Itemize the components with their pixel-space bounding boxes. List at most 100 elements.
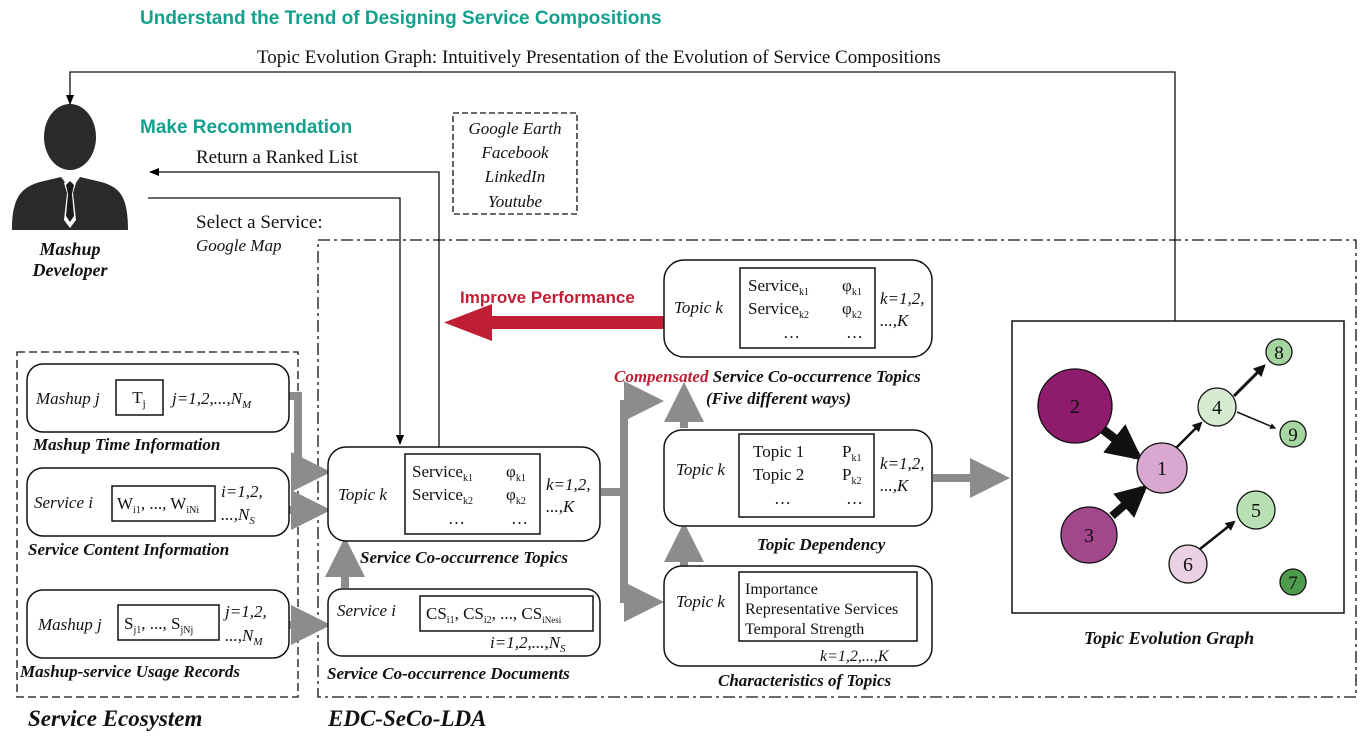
- cooc-topics-caption: Service Co-occurrence Topics: [360, 548, 568, 567]
- select-service-label: Select a Service:: [196, 212, 323, 233]
- svg-text:4: 4: [1212, 397, 1222, 419]
- svg-text:Temporal Strength: Temporal Strength: [745, 621, 864, 638]
- svg-text:Pk1: Pk1: [842, 442, 861, 464]
- svg-text:...,K: ...,K: [880, 311, 910, 330]
- svg-text:…: …: [511, 509, 528, 528]
- svg-text:k=1,2,: k=1,2,: [546, 475, 591, 494]
- graph-node-2: 2: [1037, 368, 1113, 444]
- svg-text:Pk2: Pk2: [842, 465, 861, 487]
- developer-label-line1: Mashup: [38, 239, 100, 259]
- graph-node-4: 4: [1197, 387, 1237, 427]
- svg-text:Sj1, ..., SjNj: Sj1, ..., SjNj: [124, 614, 193, 636]
- mashup-time-box: Mashup j Tj j=1,2,...,NM: [26, 363, 290, 433]
- svg-text:Topic k: Topic k: [676, 460, 725, 479]
- graph-node-3: 3: [1060, 506, 1118, 564]
- select-service-arrow: [148, 197, 404, 445]
- svg-text:...,K: ...,K: [546, 497, 576, 516]
- topic-dependency-caption: Topic Dependency: [757, 535, 886, 554]
- svg-text:Mashup j: Mashup j: [37, 615, 102, 634]
- example-service-1: Facebook: [480, 143, 548, 162]
- edge-6-5: [1199, 520, 1236, 550]
- svg-text:3: 3: [1084, 525, 1094, 547]
- svg-text:k=1,2,: k=1,2,: [880, 289, 925, 308]
- graph-node-6: 6: [1168, 544, 1208, 584]
- svg-text:6: 6: [1183, 554, 1193, 576]
- edge-3-1: [1109, 484, 1148, 520]
- developer-person-icon: [12, 104, 128, 230]
- edge-2-1: [1098, 424, 1143, 461]
- svg-text:Servicek1: Servicek1: [748, 276, 809, 298]
- svg-text:1: 1: [1157, 458, 1167, 480]
- improved-topics-box: Topic k Servicek1 φk1 Servicek2 φk2 … … …: [663, 259, 933, 358]
- edc-seco-lda-label: EDC-SeCo-LDA: [327, 706, 486, 731]
- svg-text:Topic k: Topic k: [674, 298, 723, 317]
- edge-4-9: [1236, 411, 1277, 429]
- usage-records-caption: Mashup-service Usage Records: [19, 662, 240, 681]
- svg-text:…: …: [448, 509, 465, 528]
- svg-text:φk1: φk1: [842, 276, 862, 298]
- svg-text:Servicek1: Servicek1: [412, 462, 473, 484]
- mashup-time-caption: Mashup Time Information: [32, 435, 220, 454]
- svg-text:…: …: [774, 489, 791, 508]
- edge-1-4: [1174, 421, 1203, 450]
- example-service-3: Youtube: [488, 192, 543, 211]
- service-content-box: Service i Wi1, ..., WiNi i=1,2, ...,NS: [26, 467, 290, 537]
- evolution-graph-caption: Topic Evolution Graph: [1084, 628, 1254, 648]
- svg-text:…: …: [846, 323, 863, 342]
- svg-text:Importance: Importance: [745, 581, 818, 598]
- return-list-arrow: [149, 168, 440, 449]
- example-service-0: Google Earth: [468, 119, 561, 138]
- svg-text:Tj: Tj: [132, 388, 145, 410]
- characteristics-box: Topic k Importance Representative Servic…: [663, 565, 933, 667]
- svg-text:j=1,2,...,NM: j=1,2,...,NM: [170, 389, 252, 411]
- developer-label-line2: Developer: [32, 260, 109, 280]
- example-service-2: LinkedIn: [484, 167, 545, 186]
- evolution-graph-nodes: 2 3 1 4 8 9 5 6 7: [1037, 338, 1307, 596]
- trend-subtitle: Topic Evolution Graph: Intuitively Prese…: [257, 47, 941, 68]
- svg-text:φk1: φk1: [506, 462, 526, 484]
- svg-text:8: 8: [1274, 343, 1284, 364]
- svg-text:Mashup j: Mashup j: [35, 389, 100, 408]
- improve-performance-arrowhead: [444, 304, 492, 341]
- svg-text:Topic k: Topic k: [338, 485, 387, 504]
- cooc-docs-caption: Service Co-occurrence Documents: [327, 664, 570, 683]
- svg-text:k=1,2,...,K: k=1,2,...,K: [820, 648, 890, 665]
- svg-text:i=1,2,: i=1,2,: [221, 482, 263, 501]
- compensated-caption: Compensated Service Co-occurrence Topics: [614, 367, 921, 386]
- five-ways-caption: (Five different ways): [706, 389, 851, 408]
- graph-node-9: 9: [1279, 420, 1307, 448]
- edge-4-8: [1232, 364, 1266, 398]
- service-content-caption: Service Content Information: [28, 540, 229, 559]
- svg-text:φk2: φk2: [506, 485, 526, 507]
- svg-text:5: 5: [1251, 500, 1261, 522]
- svg-text:Representative Services: Representative Services: [745, 601, 898, 618]
- svg-text:9: 9: [1288, 425, 1298, 446]
- svg-text:Topic k: Topic k: [676, 592, 725, 611]
- svg-text:k=1,2,: k=1,2,: [880, 454, 925, 473]
- svg-text:Servicek2: Servicek2: [748, 299, 809, 321]
- graph-node-5: 5: [1236, 490, 1276, 530]
- usage-records-box: Mashup j Sj1, ..., SjNj j=1,2, ...,NM: [26, 589, 290, 659]
- recommend-title: Make Recommendation: [140, 117, 352, 138]
- svg-text:CSi1, CSi2, ..., CSiNesi: CSi1, CSi2, ..., CSiNesi: [426, 604, 562, 626]
- improve-performance-shaft: [488, 316, 668, 329]
- graph-node-7: 7: [1279, 568, 1307, 596]
- svg-text:i=1,2,...,NS: i=1,2,...,NS: [490, 633, 566, 655]
- svg-text:...,NM: ...,NM: [225, 626, 263, 648]
- trend-feedback-arrow: [66, 71, 1176, 322]
- svg-text:φk2: φk2: [842, 299, 862, 321]
- improve-performance-label: Improve Performance: [460, 288, 635, 307]
- svg-text:Wi1, ..., WiNi: Wi1, ..., WiNi: [117, 494, 199, 516]
- svg-text:…: …: [846, 489, 863, 508]
- svg-text:Service i: Service i: [337, 601, 396, 620]
- evolution-graph-edges: [1098, 364, 1277, 550]
- trend-title: Understand the Trend of Designing Servic…: [140, 8, 662, 29]
- select-example: Google Map: [196, 236, 281, 255]
- cooc-docs-box: Service i CSi1, CSi2, ..., CSiNesi i=1,2…: [327, 588, 601, 657]
- graph-node-8: 8: [1265, 338, 1293, 366]
- example-services-box: [452, 112, 578, 215]
- svg-text:Servicek2: Servicek2: [412, 485, 473, 507]
- svg-text:...,NS: ...,NS: [221, 505, 255, 527]
